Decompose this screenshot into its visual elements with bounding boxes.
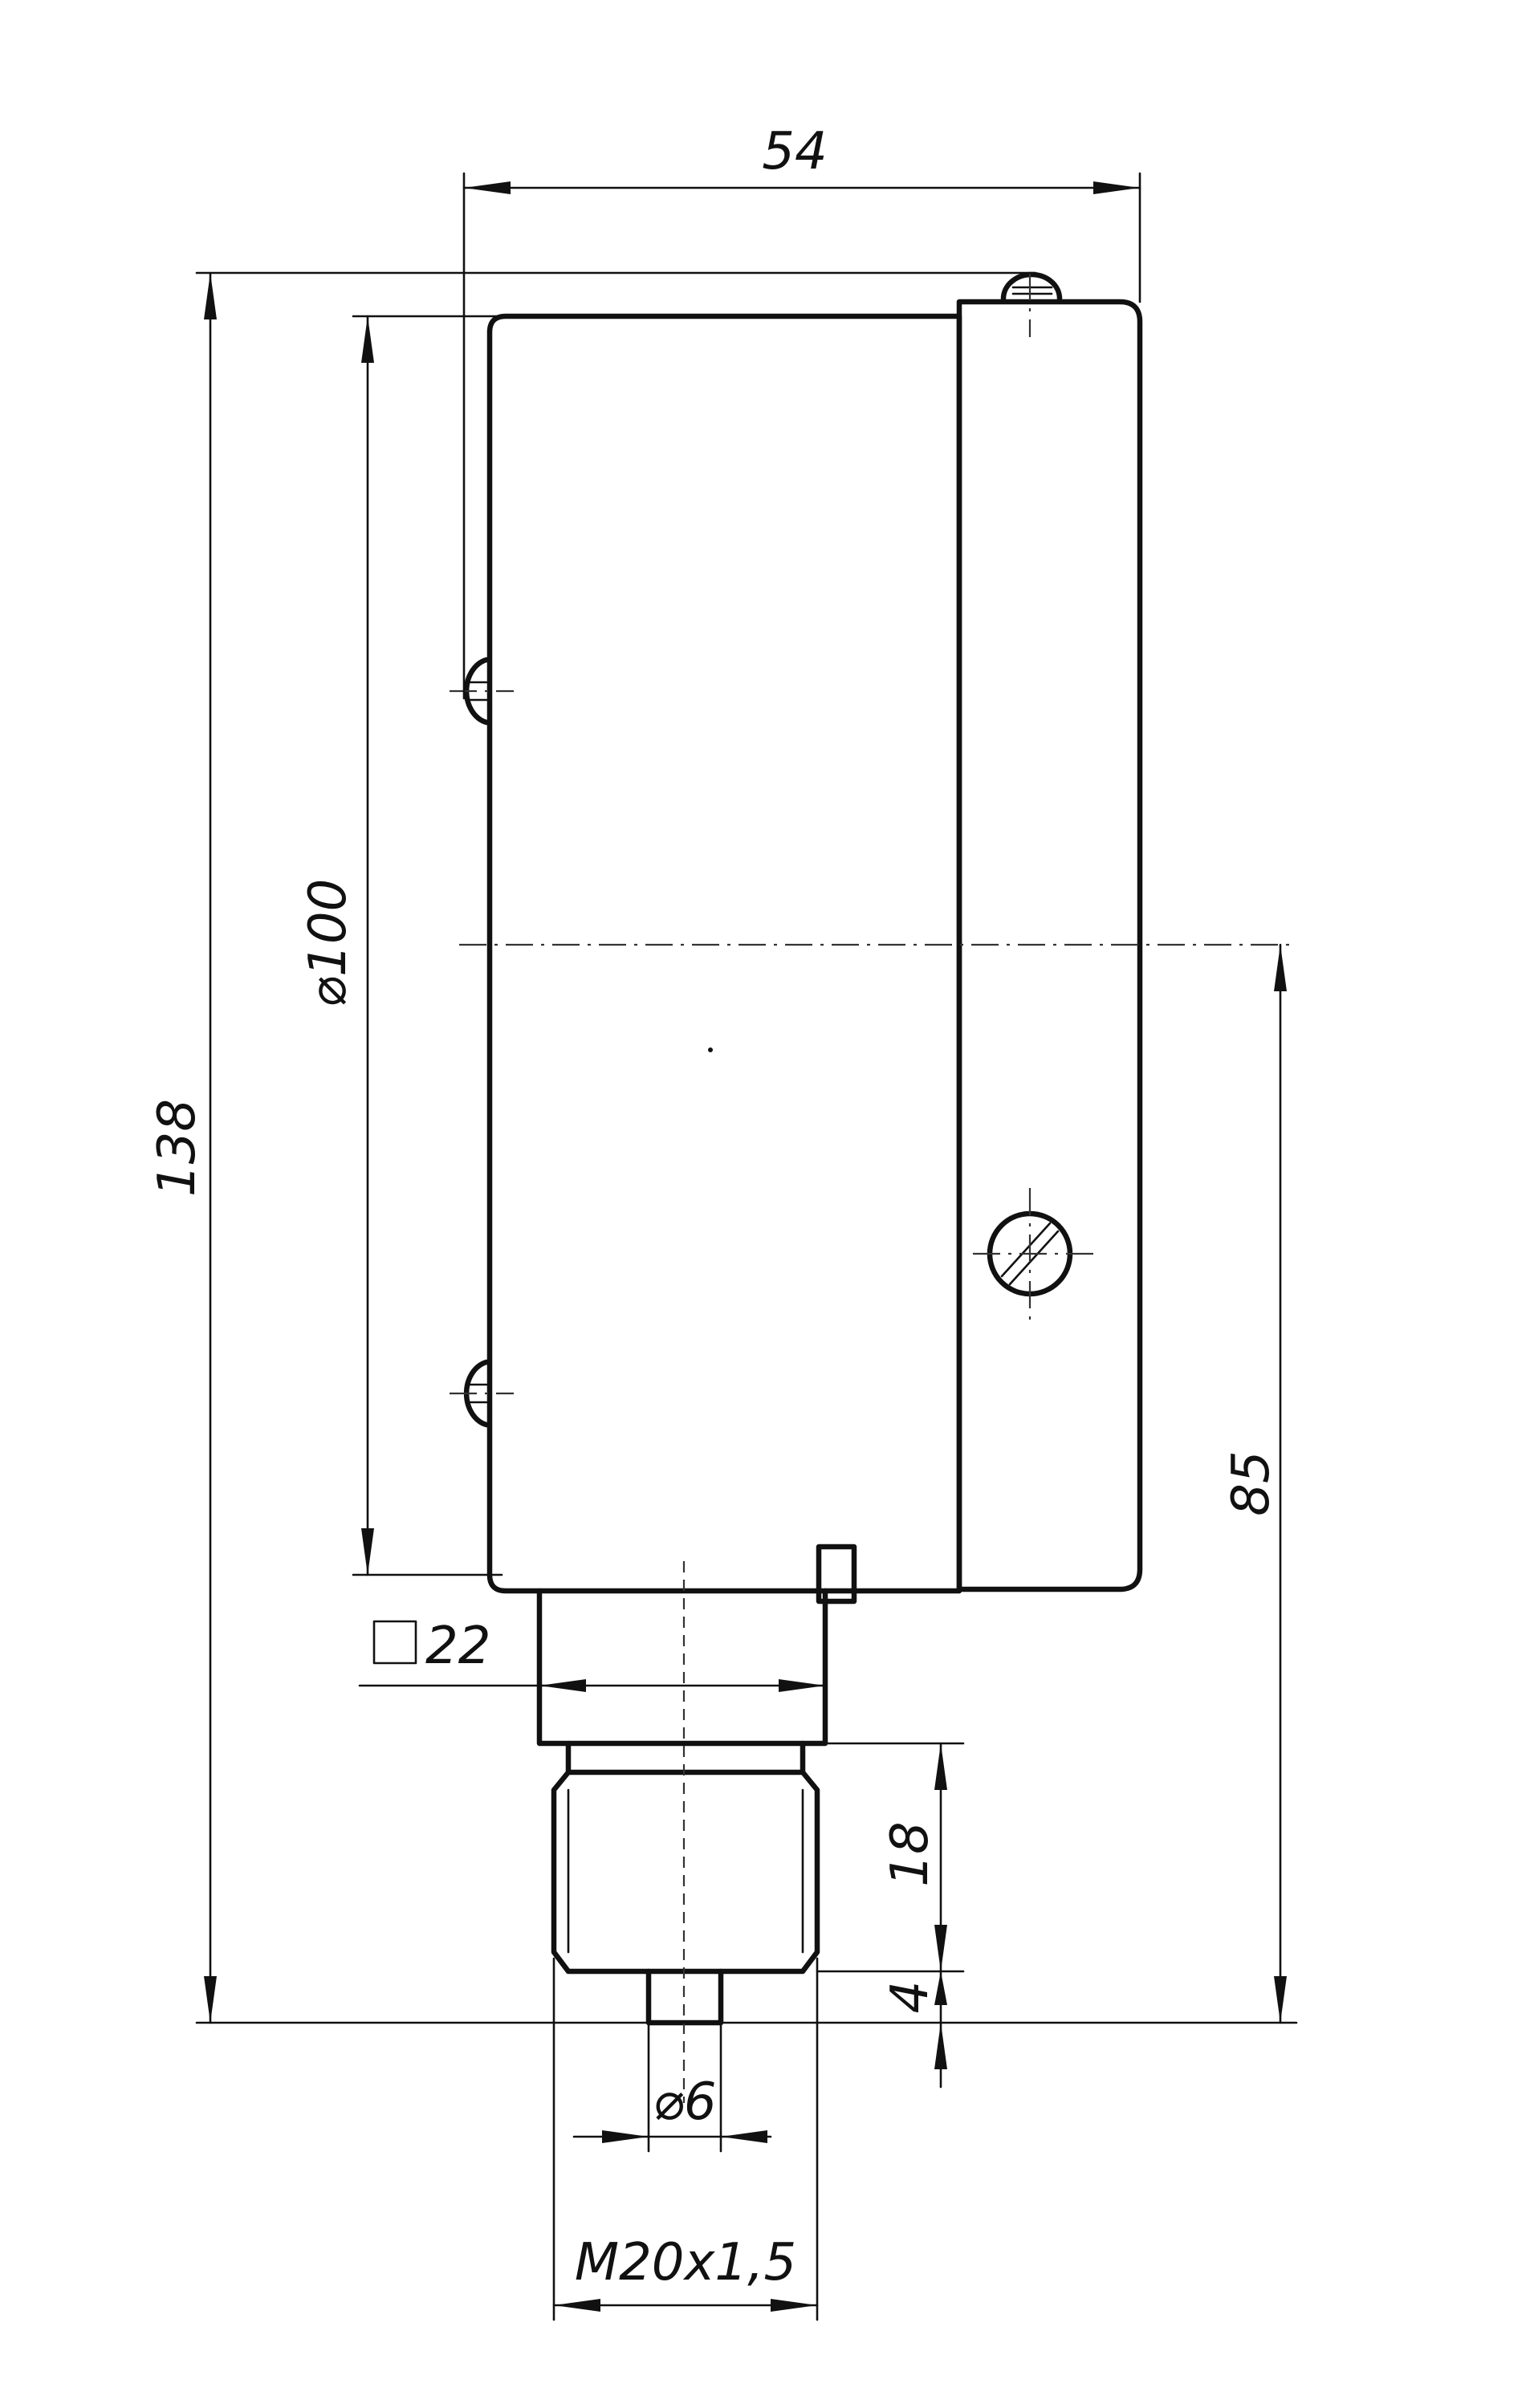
square-symbol-icon bbox=[372, 1620, 417, 1665]
dimension-height-label: 138 bbox=[148, 1099, 207, 1197]
dimension-center-height: 85 bbox=[1222, 943, 1287, 2024]
dimension-tip-diameter: ⌀6 bbox=[572, 2021, 772, 2153]
dimension-square-label: 22 bbox=[425, 1617, 490, 1676]
dimension-tip-length-label: 4 bbox=[881, 1981, 940, 2014]
dimension-width-label: 54 bbox=[762, 122, 827, 181]
dimension-width: 54 bbox=[462, 122, 1141, 700]
dimension-thread: M20x1,5 bbox=[552, 1957, 819, 2321]
dimension-tip-diameter-label: ⌀6 bbox=[653, 2072, 716, 2132]
dimension-height: 138 bbox=[148, 271, 1298, 2024]
dimension-thread-length-label: 18 bbox=[881, 1821, 940, 1886]
dimension-square: 22 bbox=[358, 1617, 827, 1692]
dimension-thread-label: M20x1,5 bbox=[575, 2233, 796, 2292]
dimension-diameter-label: ⌀100 bbox=[299, 879, 358, 1008]
gauge-body bbox=[486, 299, 1143, 2026]
dimension-center-height-label: 85 bbox=[1222, 1450, 1281, 1515]
center-lines bbox=[450, 273, 1292, 2103]
dimension-thread-length: 18 4 bbox=[801, 1742, 965, 2089]
dimension-diameter: ⌀100 bbox=[299, 315, 503, 1576]
top-screw-icon bbox=[1000, 271, 1063, 302]
